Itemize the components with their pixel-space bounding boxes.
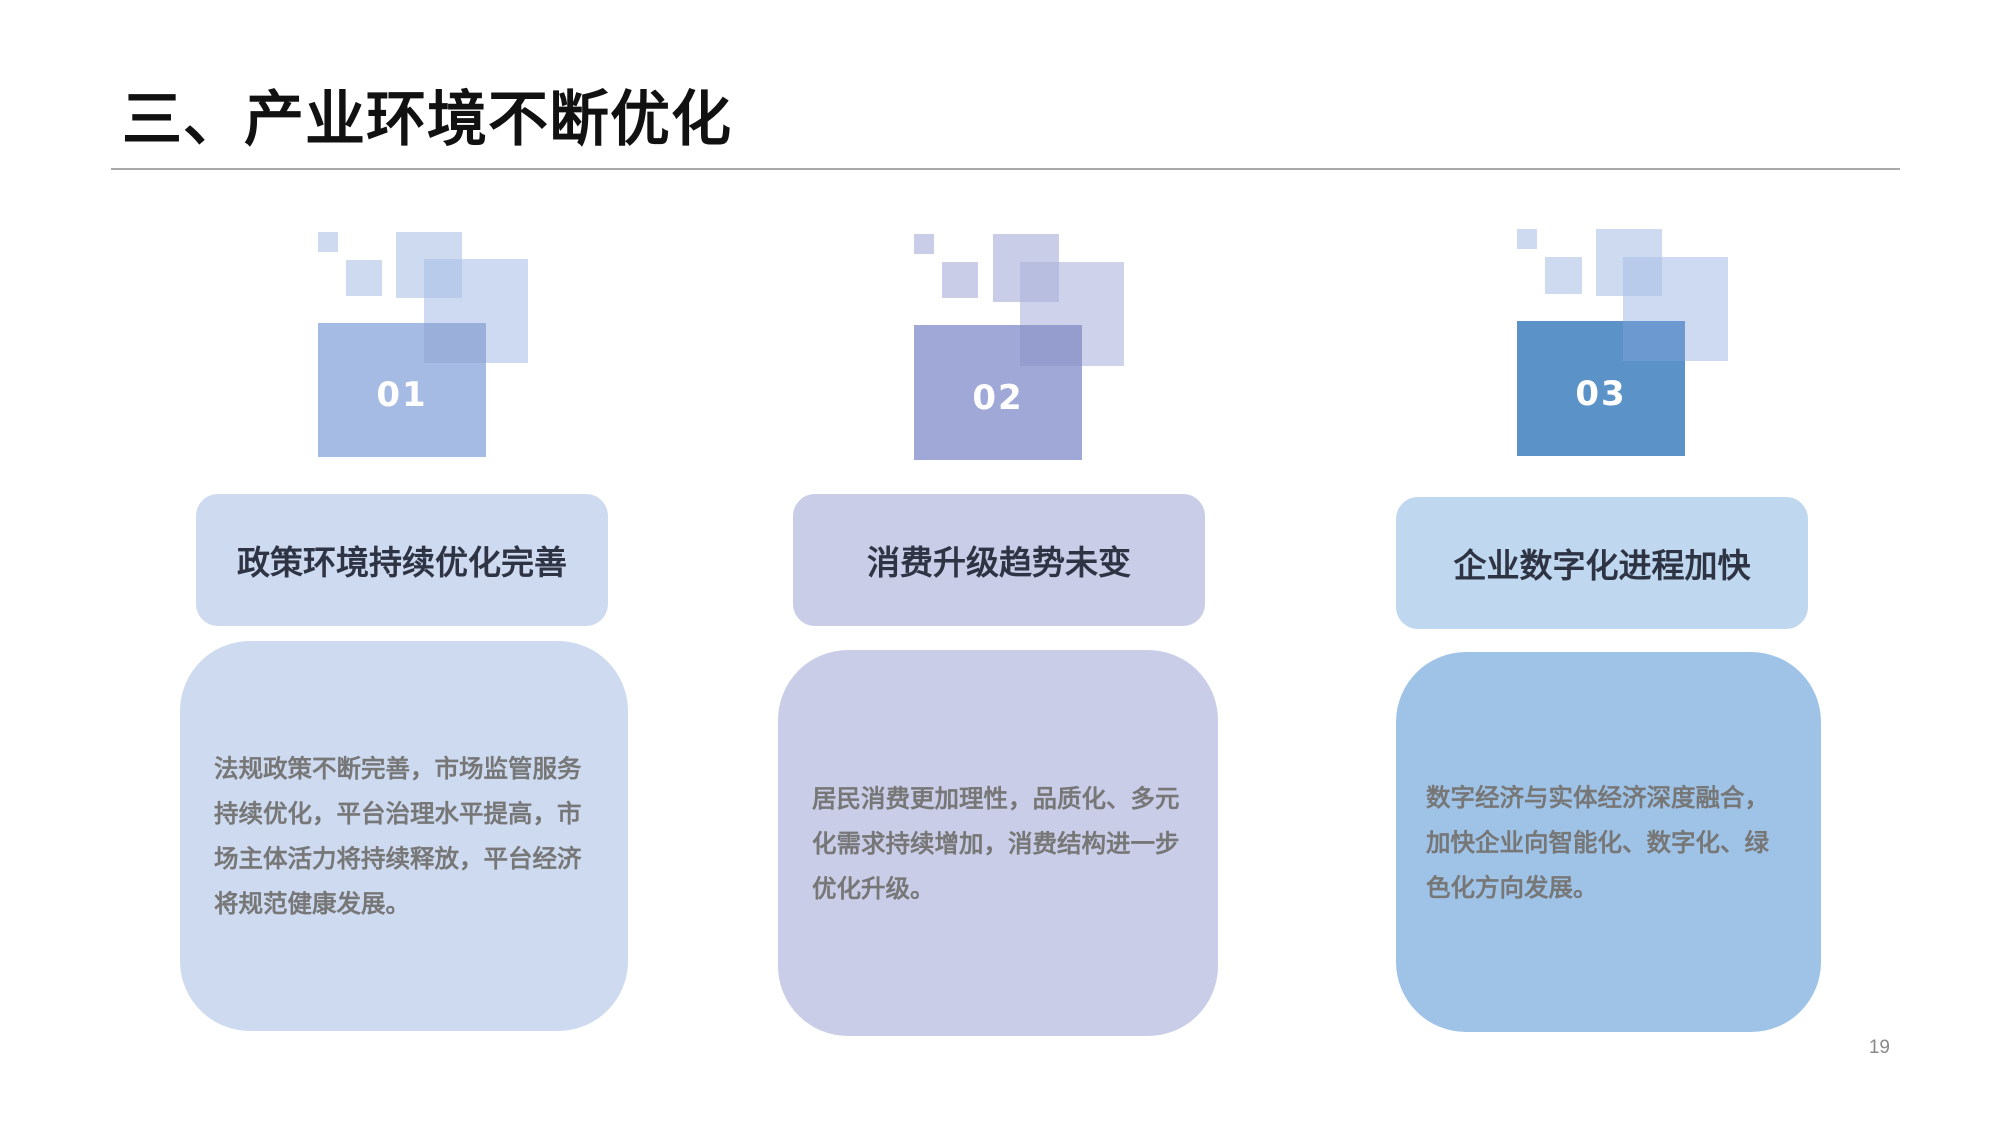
decor-square	[1545, 257, 1582, 294]
item-heading-box: 消费升级趋势未变	[793, 494, 1205, 626]
item-number: 03	[1575, 373, 1627, 414]
item-body-card: 居民消费更加理性，品质化、多元化需求持续增加，消费结构进一步优化升级。	[778, 650, 1218, 1036]
decor-square	[942, 262, 978, 298]
decor-square	[1517, 229, 1537, 249]
decor-square	[346, 260, 382, 296]
decor-square	[424, 323, 486, 363]
title-divider	[111, 168, 1900, 170]
item-number: 02	[972, 377, 1024, 418]
item-body-card: 法规政策不断完善，市场监管服务持续优化，平台治理水平提高，市场主体活力将持续释放…	[180, 641, 628, 1031]
item-heading: 企业数字化进程加快	[1453, 546, 1751, 585]
item-body-card: 数字经济与实体经济深度融合，加快企业向智能化、数字化、绿色化方向发展。	[1396, 652, 1821, 1032]
item-heading: 政策环境持续优化完善	[237, 543, 567, 582]
item-heading: 消费升级趋势未变	[867, 543, 1131, 582]
item-number: 01	[376, 375, 428, 415]
decor-square	[1623, 321, 1685, 361]
item-body-text: 居民消费更加理性，品质化、多元化需求持续增加，消费结构进一步优化升级。	[812, 783, 1180, 903]
decor-square	[318, 232, 338, 252]
page-number: 19	[1868, 1037, 1890, 1058]
decor-square	[914, 234, 934, 254]
item-heading-box: 企业数字化进程加快	[1396, 497, 1808, 629]
item-body-text: 数字经济与实体经济深度融合，加快企业向智能化、数字化、绿色化方向发展。	[1426, 782, 1769, 902]
item-body-text: 法规政策不断完善，市场监管服务持续优化，平台治理水平提高，市场主体活力将持续释放…	[214, 754, 582, 918]
slide-title: 三、产业环境不断优化	[122, 85, 732, 155]
item-heading-box: 政策环境持续优化完善	[196, 494, 608, 626]
decor-square	[1020, 325, 1082, 366]
